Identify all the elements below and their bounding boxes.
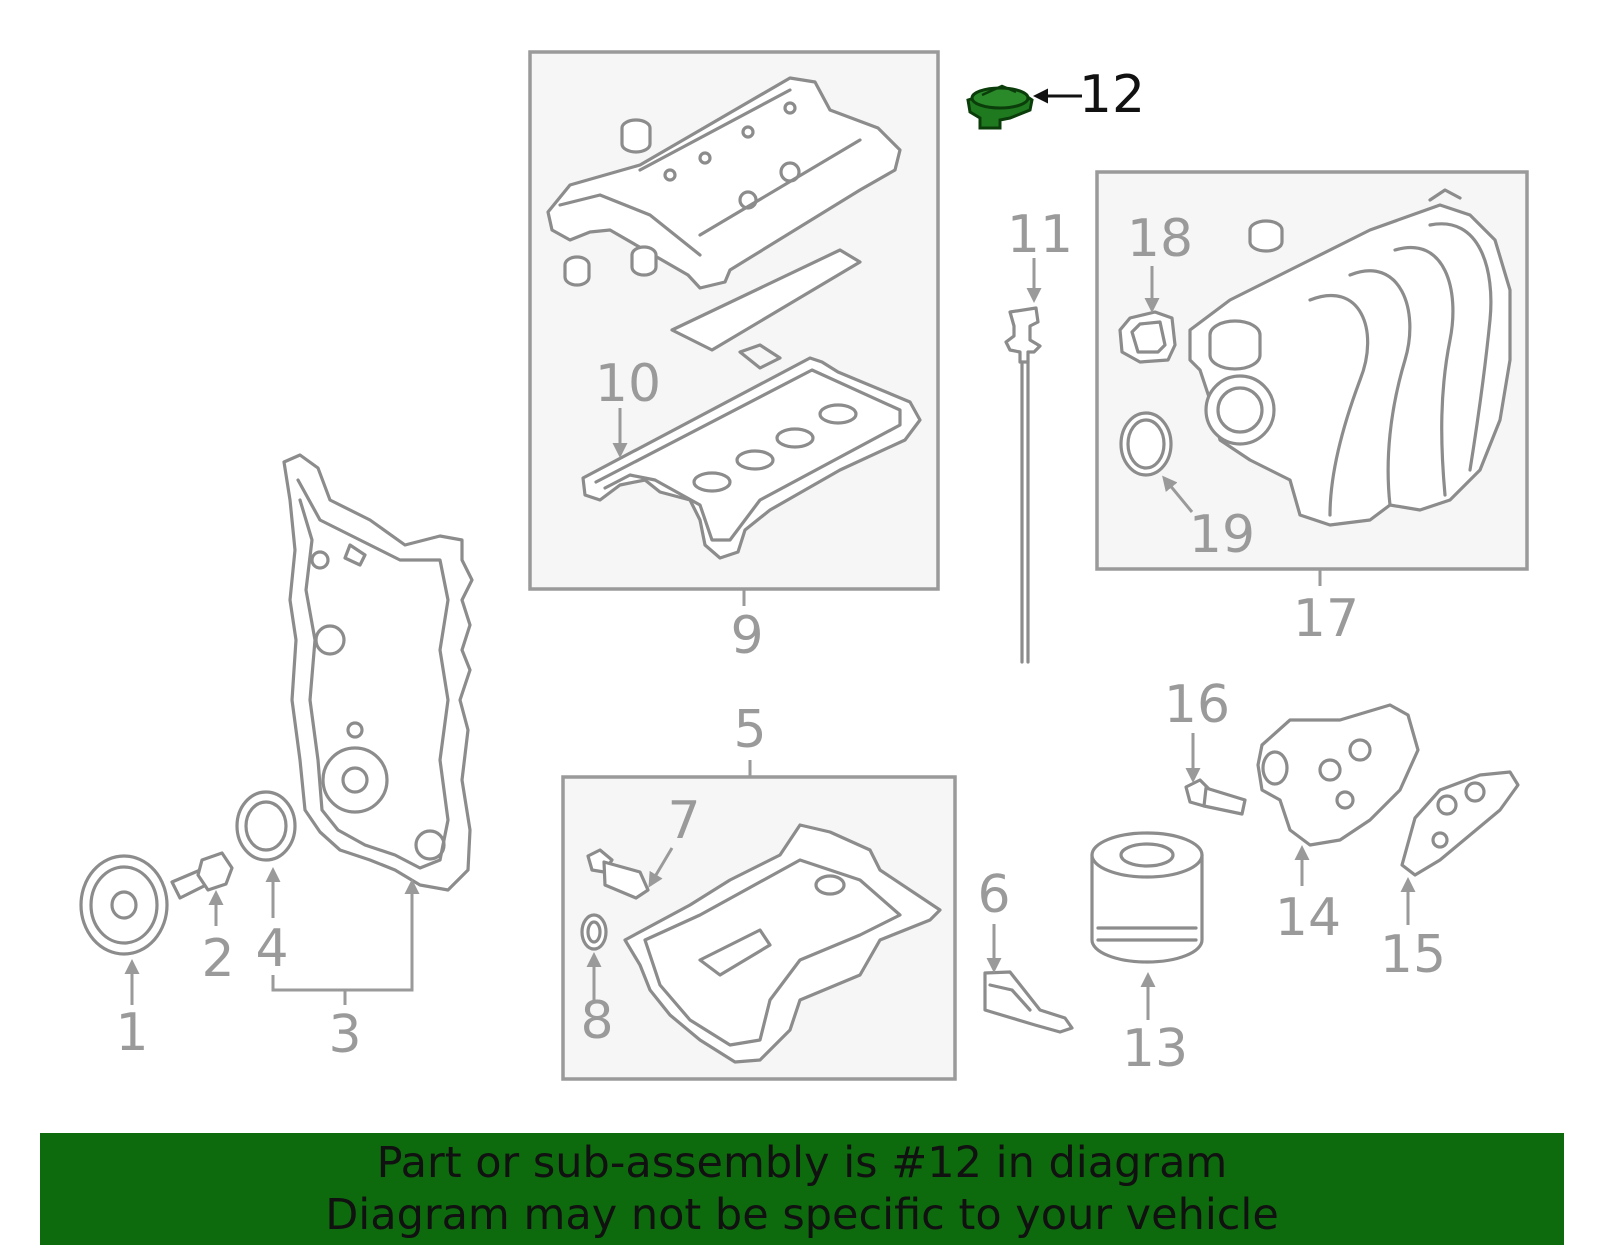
callout-14: 14 xyxy=(1275,888,1341,948)
crank-pulley-part xyxy=(79,854,169,956)
callout-13: 13 xyxy=(1122,1019,1188,1079)
oil-filler-cap-part xyxy=(966,84,1034,130)
callout-9: 9 xyxy=(730,606,763,666)
callout-10: 10 xyxy=(595,354,661,414)
callout-8: 8 xyxy=(580,991,613,1051)
oil-cooler-housing-part xyxy=(1256,703,1420,847)
banner-line-1: Part or sub-assembly is #12 in diagram xyxy=(376,1138,1228,1188)
valve-cover-part xyxy=(546,76,902,370)
oil-cooler-gasket-part xyxy=(1400,770,1520,877)
cooler-bolt-part xyxy=(1184,778,1247,816)
front-seal-part xyxy=(235,790,297,862)
dipstick-part xyxy=(1004,306,1042,664)
callout-18: 18 xyxy=(1127,209,1193,269)
intake-gasket-part xyxy=(1118,310,1177,364)
callout-15: 15 xyxy=(1380,925,1446,985)
valve-cover-gasket-part xyxy=(581,356,922,560)
callout-19: 19 xyxy=(1189,505,1255,565)
info-banner: Part or sub-assembly is #12 in diagram D… xyxy=(40,1133,1564,1245)
callout-6: 6 xyxy=(977,865,1010,925)
callout-16: 16 xyxy=(1164,675,1230,735)
callout-12: 12 xyxy=(1079,65,1145,125)
callout-11: 11 xyxy=(1007,205,1073,265)
callout-4: 4 xyxy=(255,919,288,979)
oil-level-sensor-part xyxy=(983,970,1074,1034)
oil-pan-part xyxy=(623,823,942,1064)
oil-filter-part xyxy=(1090,831,1204,964)
intake-manifold-part xyxy=(1188,188,1512,527)
timing-cover-part xyxy=(282,453,474,892)
callout-3: 3 xyxy=(328,1005,361,1065)
callout-7: 7 xyxy=(667,791,700,851)
callout-1: 1 xyxy=(115,1003,148,1063)
callout-17: 17 xyxy=(1293,589,1359,649)
drain-plug-part xyxy=(586,848,650,900)
banner-line-2: Diagram may not be specific to your vehi… xyxy=(325,1190,1279,1240)
drain-washer-part xyxy=(580,913,608,951)
throttle-gasket-part xyxy=(1119,411,1173,477)
pulley-bolt-part xyxy=(170,851,234,900)
callout-5: 5 xyxy=(733,700,766,760)
callout-2: 2 xyxy=(201,929,234,989)
